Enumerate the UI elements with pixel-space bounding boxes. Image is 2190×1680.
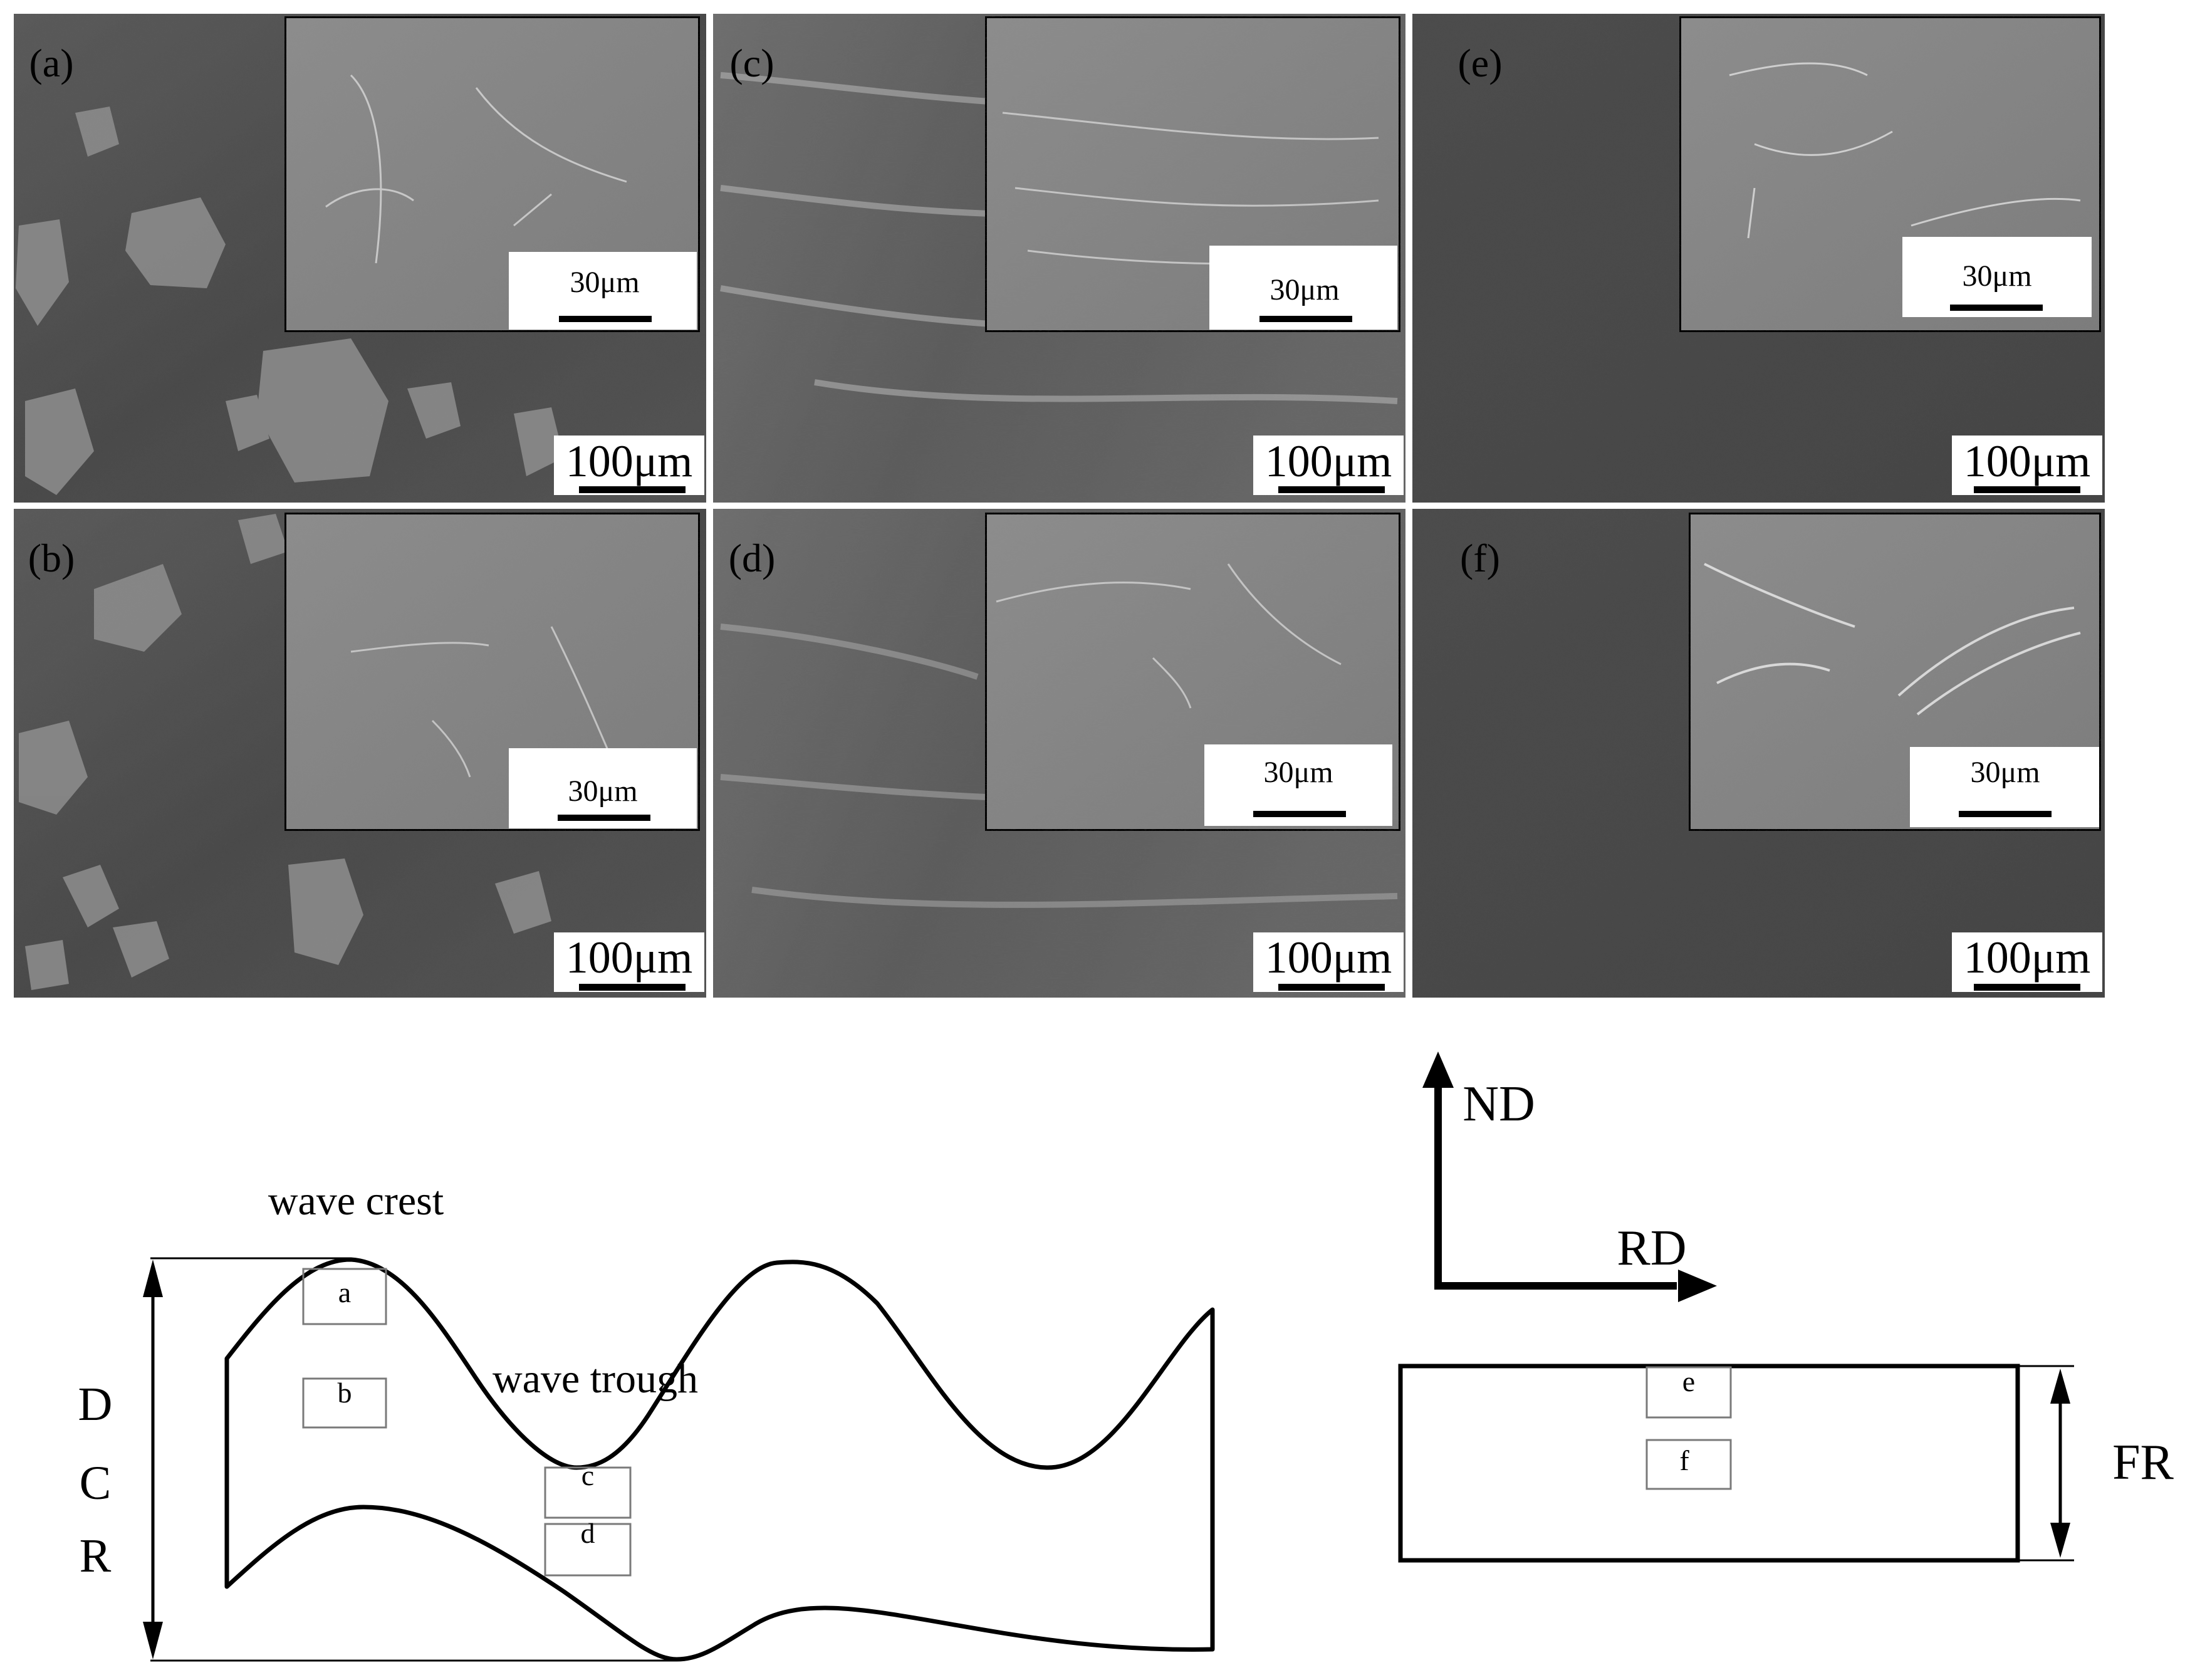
- location-box-e: [1645, 1366, 1732, 1419]
- main-scale-bar: [579, 984, 686, 991]
- main-scale-label: 100μm: [1964, 932, 2091, 983]
- arrow-head-up: [143, 1260, 163, 1297]
- location-label-d: d: [581, 1517, 595, 1549]
- inset-scale-bar: [559, 316, 652, 322]
- main-scale-box-a: [554, 436, 704, 495]
- main-scale-bar: [1278, 486, 1385, 493]
- inset-features-f: [1704, 563, 2081, 716]
- fr-arrow-head-up: [2050, 1369, 2070, 1404]
- nd-label: ND: [1463, 1077, 1535, 1132]
- panel-label: (a): [29, 41, 73, 85]
- inset-scale-label: 30μm: [1962, 259, 2031, 293]
- inset-scale-bar: [558, 815, 650, 821]
- inset-scale-label: 30μm: [570, 266, 639, 299]
- main-scale-box-c: [1253, 436, 1404, 495]
- location-box-c: [544, 1466, 632, 1519]
- fr-label: FR: [2112, 1435, 2174, 1490]
- flat-schematic: e f FR: [1398, 1364, 2174, 1563]
- location-label-c: c: [581, 1459, 594, 1491]
- nd-arrow-head: [1422, 1051, 1454, 1088]
- panel-d: 30μm (d) 100μm: [713, 509, 1405, 998]
- inset-features-b: [350, 626, 615, 778]
- location-box-d: [544, 1523, 632, 1577]
- main-scale-box-d: [1253, 932, 1404, 992]
- main-scale-label: 100μm: [1964, 436, 2091, 486]
- location-label-b: b: [338, 1377, 352, 1409]
- inset-features-a: [325, 74, 627, 264]
- location-label-e: e: [1682, 1365, 1695, 1397]
- inset-scale-label: 30μm: [1970, 756, 2040, 789]
- main-scale-box-b: [554, 932, 704, 992]
- main-scale-label: 100μm: [566, 932, 693, 983]
- inset-scale-bar: [1950, 305, 2043, 311]
- location-box-f: [1645, 1439, 1732, 1490]
- location-label-f: f: [1679, 1444, 1689, 1476]
- side-label-d: D: [78, 1378, 113, 1431]
- rd-arrow-head: [1678, 1270, 1717, 1302]
- fr-arrow-head-down: [2050, 1523, 2070, 1558]
- inset-scale-label: 30μm: [568, 775, 637, 808]
- main-scale-bar: [1278, 984, 1385, 991]
- panel-label: (b): [28, 536, 75, 580]
- bright-grains-a: [16, 107, 564, 495]
- inset-features-e: [1729, 62, 2081, 239]
- main-scale-box-f: [1952, 932, 2102, 992]
- main-scale-bar: [1974, 486, 2080, 493]
- panel-f: 30μm (f) 100μm: [1412, 509, 2105, 998]
- flat-plate-outline: [1398, 1364, 2020, 1563]
- location-box-b: [302, 1377, 387, 1429]
- inset-scale-box-e: [1902, 237, 2092, 317]
- wave-crest-label: wave crest: [268, 1178, 444, 1224]
- panel-a: 30μm (a) 100μm: [14, 14, 706, 503]
- wave-trough-label: wave trough: [493, 1356, 698, 1402]
- inset-features-d: [996, 563, 1342, 709]
- arrow-head-down: [143, 1622, 163, 1659]
- panel-label: (d): [729, 536, 776, 580]
- main-scale-label: 100μm: [1265, 436, 1392, 486]
- inset-scale-bar: [1959, 811, 2052, 817]
- main-scale-bar: [579, 486, 686, 493]
- main-scale-label: 100μm: [566, 436, 693, 486]
- panel-e: 30μm (e) 100μm: [1412, 14, 2105, 503]
- inset-scale-bar: [1253, 811, 1346, 817]
- panel-b: 30μm (b) 100μm: [14, 509, 706, 998]
- inset-scale-label: 30μm: [1270, 273, 1339, 306]
- coordinate-axes: ND RD: [1422, 1051, 1717, 1302]
- rd-label: RD: [1617, 1221, 1686, 1276]
- inset-scale-bar: [1259, 316, 1352, 322]
- location-box-a: [302, 1268, 387, 1325]
- panel-label: (c): [729, 41, 774, 85]
- location-label-a: a: [338, 1276, 351, 1308]
- main-scale-box-e: [1952, 436, 2102, 495]
- panel-label: (e): [1457, 41, 1502, 85]
- panel-c: 30μm (c) 100μm: [713, 14, 1405, 503]
- main-scale-label: 100μm: [1265, 932, 1392, 983]
- corrugated-outline: [224, 1257, 1215, 1662]
- corrugated-schematic: a b c d wave crest wave trough D C R: [78, 1178, 1215, 1662]
- bright-grains-b: [19, 514, 551, 990]
- panel-label: (f): [1460, 536, 1500, 580]
- main-scale-bar: [1974, 984, 2080, 991]
- side-label-c: C: [80, 1457, 112, 1510]
- inset-scale-box-c: [1209, 246, 1397, 330]
- inset-scale-label: 30μm: [1263, 756, 1333, 789]
- side-label-r: R: [80, 1530, 112, 1582]
